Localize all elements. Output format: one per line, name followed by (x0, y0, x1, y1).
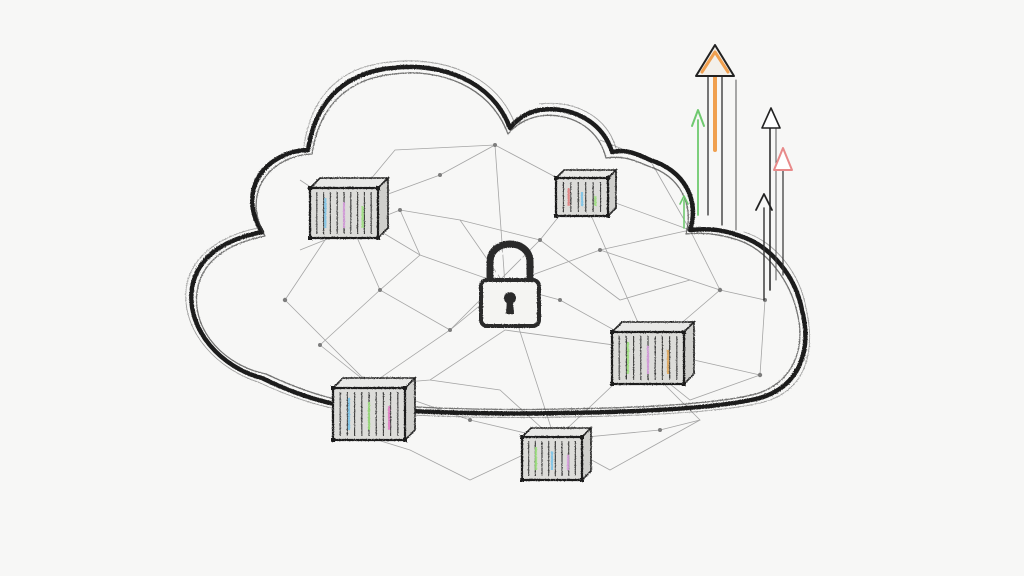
container-corner (403, 386, 407, 390)
cloud-outline (185, 60, 811, 418)
container-corner (606, 176, 610, 180)
container-corner (610, 382, 614, 386)
container-corner (403, 438, 407, 442)
container-corner (580, 478, 584, 482)
container-corner (331, 386, 335, 390)
container-corner (610, 330, 614, 334)
container-corner (308, 236, 312, 240)
cloud-stroke-echo (185, 60, 811, 418)
arrow-up-icon (679, 195, 689, 229)
padlock-icon (479, 240, 541, 328)
arrow-up-icon (773, 147, 793, 276)
network-line (554, 229, 721, 441)
network-node (658, 428, 662, 432)
network-node (538, 238, 542, 242)
network-node (378, 288, 382, 292)
shipping-container-icon (331, 376, 417, 442)
network-line (429, 379, 556, 441)
arrow-up-icon (691, 109, 705, 216)
containers-group (308, 168, 696, 482)
network-node (282, 297, 288, 303)
shipping-container-icon (610, 320, 696, 386)
container-corner (376, 186, 380, 190)
cloud-stroke-main (189, 64, 808, 416)
network-node (468, 418, 472, 422)
network-line (719, 289, 766, 376)
shipping-container-icon (308, 176, 390, 240)
cloud-stroke-echo (195, 72, 801, 411)
network-node (757, 372, 763, 378)
lock-shackle (486, 240, 534, 286)
growth-arrows (679, 44, 793, 301)
network-node (318, 343, 322, 347)
shipping-container-icon (554, 168, 618, 218)
lock-shackle-inner (496, 250, 524, 283)
container-corner (682, 382, 686, 386)
network-line (344, 144, 691, 231)
network-node (717, 287, 723, 293)
container-top (331, 377, 417, 389)
container-corner (682, 330, 686, 334)
container-corner (520, 478, 524, 482)
arrow-up-icon (695, 44, 737, 231)
network-line (369, 384, 661, 441)
container-corner (520, 435, 524, 439)
network-node (438, 173, 442, 177)
network-node (598, 248, 602, 252)
container-top (610, 321, 696, 333)
container-corner (554, 214, 558, 218)
network-node (448, 328, 452, 332)
network-line (599, 249, 721, 291)
keyhole-slot (506, 300, 514, 314)
network-node (493, 143, 497, 147)
shipping-container-icon (520, 426, 593, 482)
container-corner (376, 236, 380, 240)
container-corner (308, 186, 312, 190)
container-corner (554, 176, 558, 180)
container-corner (580, 435, 584, 439)
network-node (398, 208, 402, 212)
arrow-up-icon (755, 193, 773, 301)
container-corner (606, 214, 610, 218)
network-line (369, 189, 581, 386)
network-line (459, 219, 691, 301)
network-node (558, 298, 562, 302)
container-corner (331, 438, 335, 442)
